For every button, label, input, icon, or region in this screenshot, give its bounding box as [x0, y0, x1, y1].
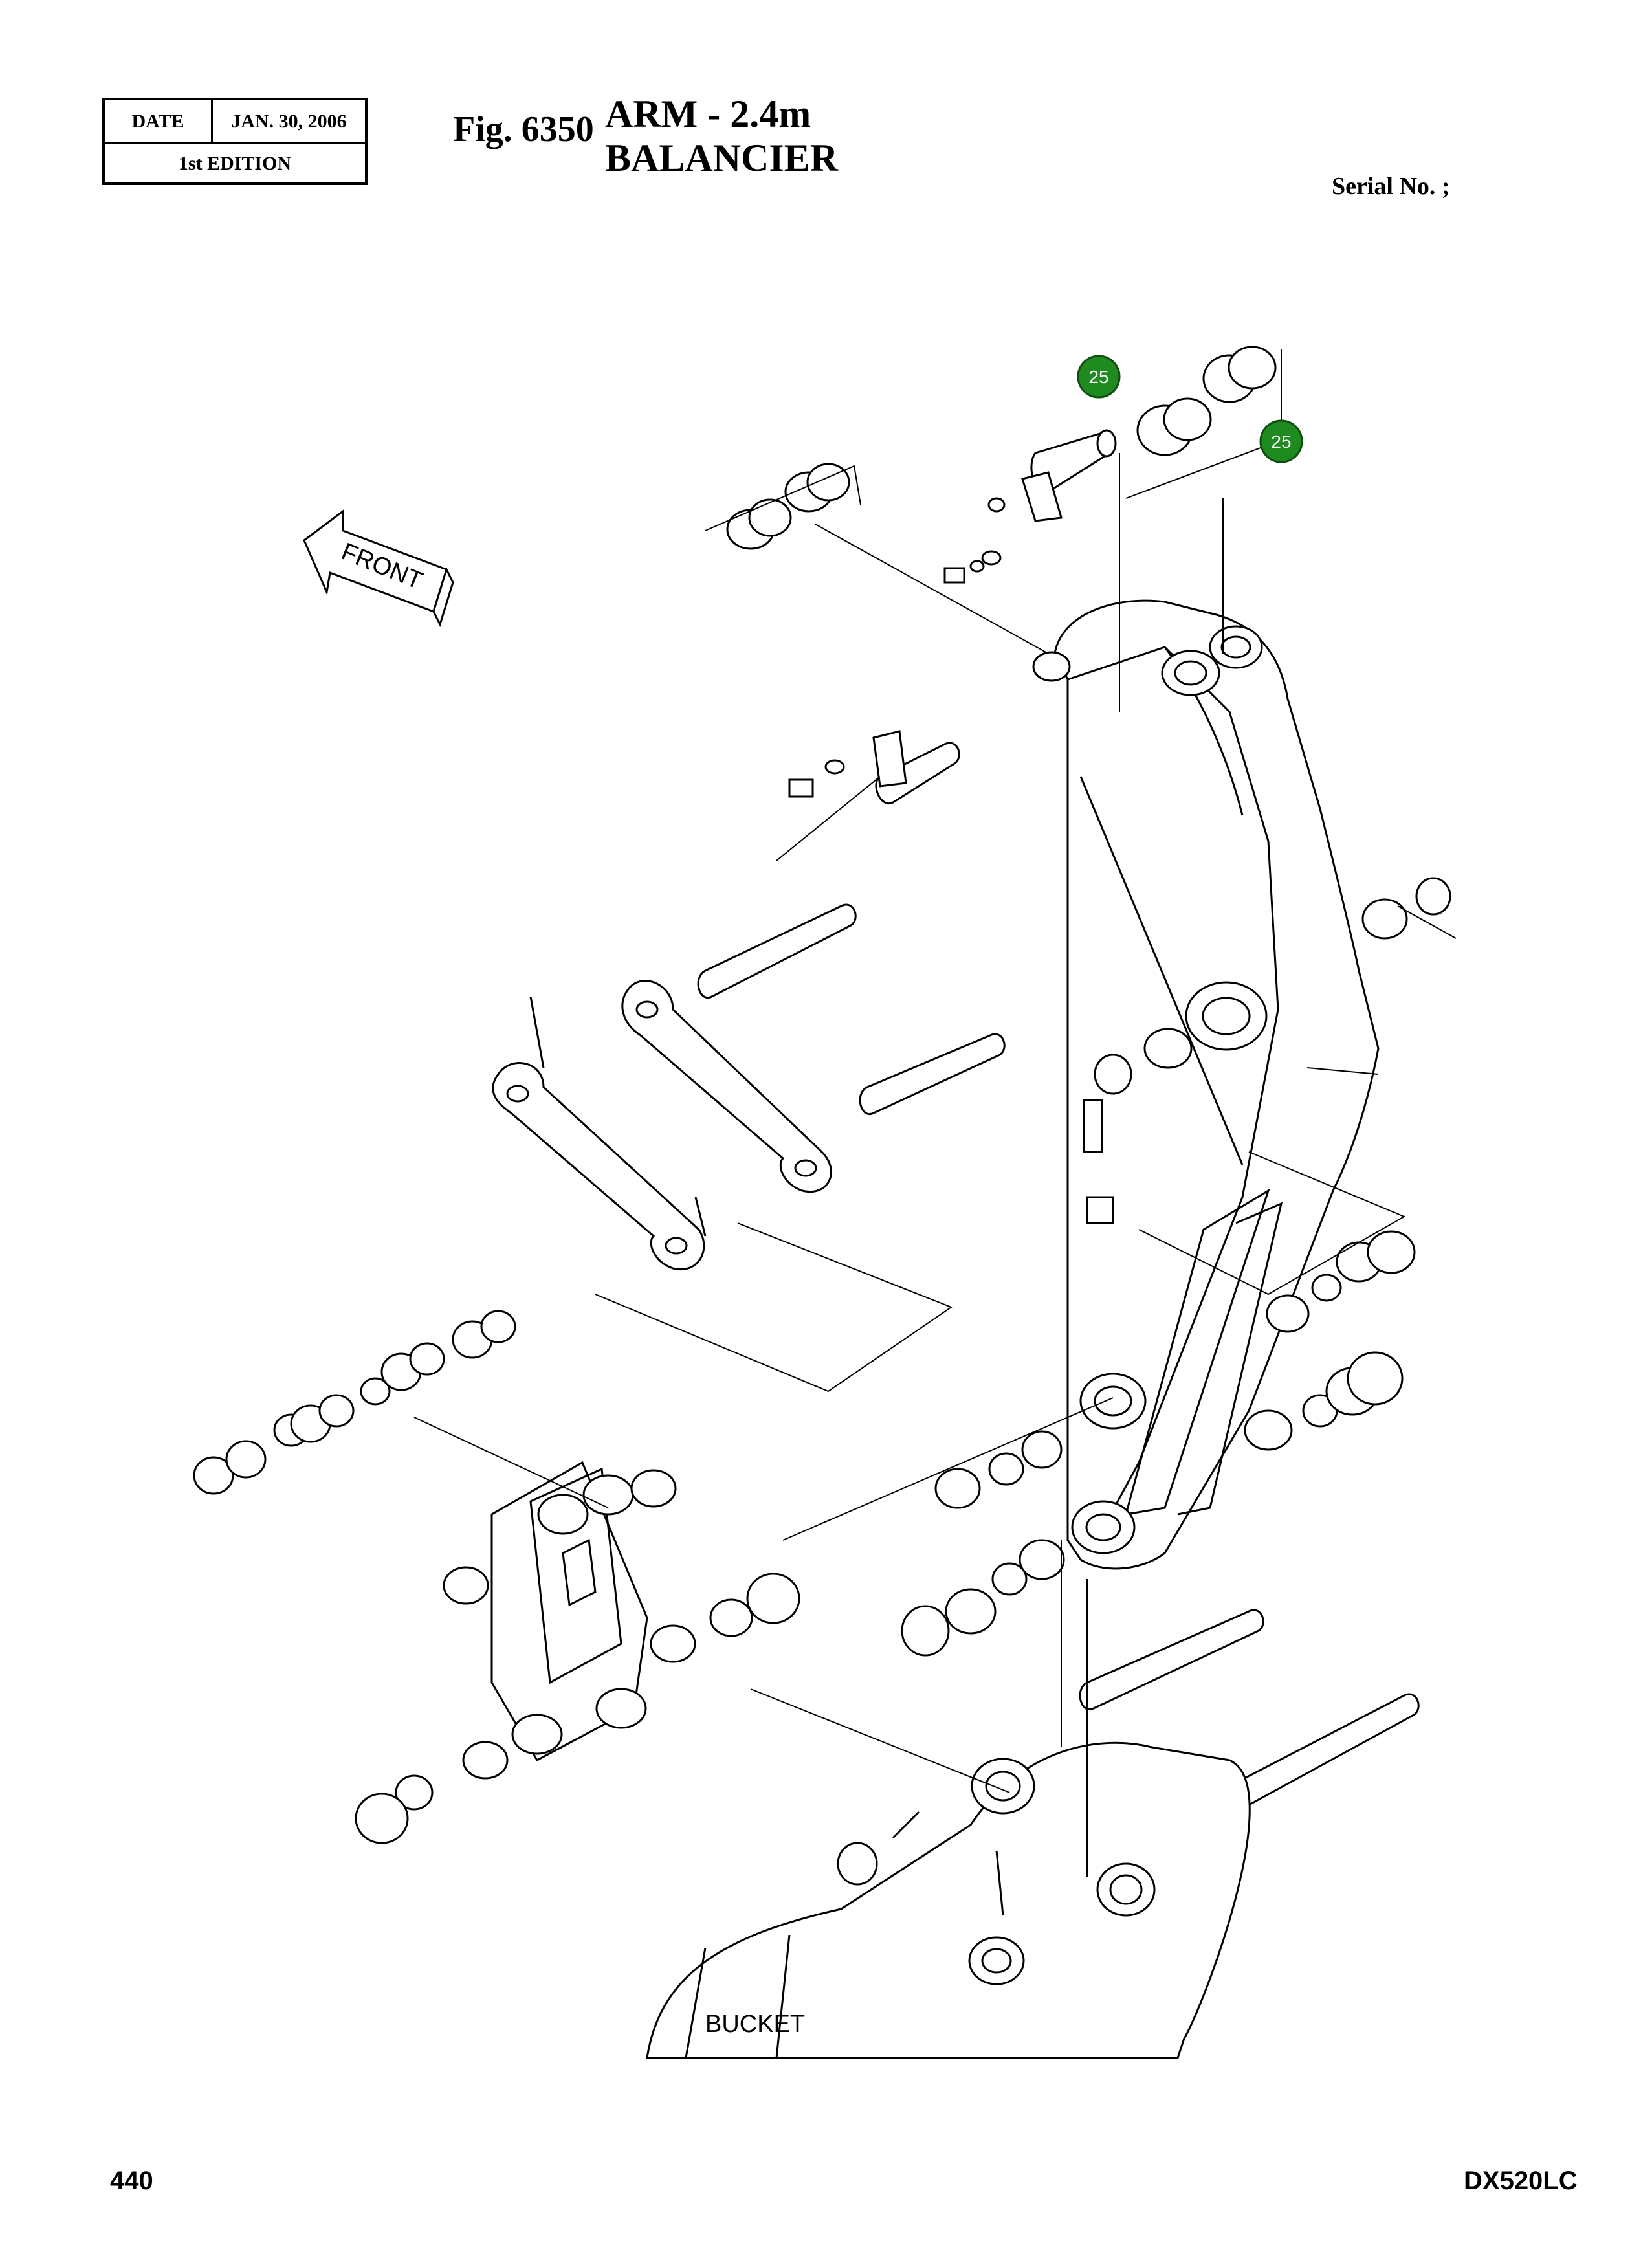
edition-box: DATE JAN. 30, 2006 1st EDITION — [102, 98, 368, 185]
left-ring-cluster — [193, 1310, 800, 1844]
model-number: DX520LC — [1464, 2167, 1578, 2195]
long-pins — [697, 903, 1420, 1815]
callout-badge: 25 — [1077, 355, 1121, 399]
upper-pin-group — [726, 346, 1277, 805]
h-link — [490, 1461, 648, 1762]
callout-badge: 25 — [1259, 419, 1303, 463]
page-number: 440 — [110, 2167, 153, 2195]
page-subtitle: BALANCIER — [605, 137, 839, 179]
callout-label: 25 — [1088, 367, 1108, 387]
right-ring-cluster — [901, 877, 1451, 1657]
figure-number: Fig. 6350 — [453, 109, 594, 149]
bucket-label: BUCKET — [705, 2011, 805, 2038]
date-label: DATE — [105, 100, 213, 142]
date-value: JAN. 30, 2006 — [231, 110, 347, 132]
bucket: BUCKET — [646, 1741, 1251, 2059]
serial-label: Serial No. ; — [1332, 173, 1450, 200]
link-assembly — [492, 980, 832, 1270]
edition-label: 1st EDITION — [178, 153, 292, 174]
callout-label: 25 — [1271, 432, 1291, 452]
page-title: ARM - 2.4m — [605, 93, 811, 135]
front-arrow: FRONT — [303, 509, 454, 628]
arm-body — [1032, 599, 1380, 1570]
